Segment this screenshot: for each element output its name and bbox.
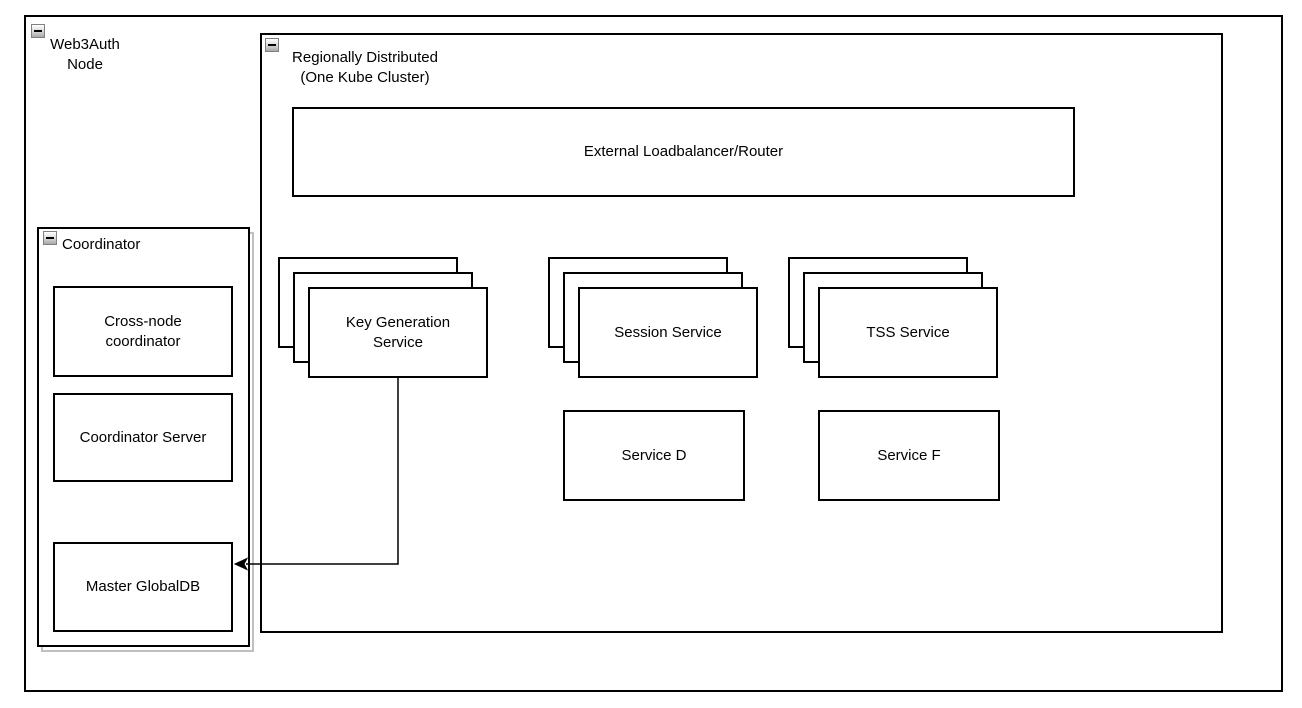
node-coordinator-server-label: Coordinator Server bbox=[79, 428, 207, 446]
container-web3auth-node-label: Web3Auth Node bbox=[50, 36, 120, 73]
stack-layer-front: TSS Service bbox=[818, 287, 998, 378]
node-service-f[interactable]: Service F bbox=[818, 410, 1000, 501]
container-regionally-distributed-label: Regionally Distributed (One Kube Cluster… bbox=[292, 49, 438, 86]
node-key-generation-service-label: Key Generation Service bbox=[345, 313, 451, 351]
node-external-loadbalancer[interactable]: External Loadbalancer/Router bbox=[292, 107, 1075, 197]
node-coordinator-server[interactable]: Coordinator Server bbox=[53, 393, 233, 482]
stack-layer-front: Session Service bbox=[578, 287, 758, 378]
minus-glyph bbox=[46, 237, 54, 239]
node-cross-node-coordinator[interactable]: Cross-node coordinator bbox=[53, 286, 233, 377]
collapse-minus-icon[interactable] bbox=[43, 231, 57, 245]
container-coordinator-label: Coordinator bbox=[62, 236, 141, 253]
node-tss-service-stack[interactable]: TSS Service bbox=[788, 257, 998, 378]
minus-glyph bbox=[34, 30, 42, 32]
collapse-minus-icon[interactable] bbox=[31, 24, 45, 38]
node-service-f-label: Service F bbox=[877, 446, 941, 464]
node-master-globaldb[interactable]: Master GlobalDB bbox=[53, 542, 233, 632]
container-web3auth-node[interactable] bbox=[24, 15, 1283, 692]
node-session-service-label: Session Service bbox=[614, 323, 722, 341]
node-session-service-stack[interactable]: Session Service bbox=[548, 257, 758, 378]
collapse-minus-icon[interactable] bbox=[265, 38, 279, 52]
stack-layer-front: Key Generation Service bbox=[308, 287, 488, 378]
node-key-generation-service-stack[interactable]: Key Generation Service bbox=[278, 257, 488, 378]
node-external-loadbalancer-label: External Loadbalancer/Router bbox=[583, 143, 784, 160]
container-regionally-distributed[interactable] bbox=[260, 33, 1223, 633]
minus-glyph bbox=[268, 44, 276, 46]
node-master-globaldb-label: Master GlobalDB bbox=[85, 578, 201, 595]
node-service-d-label: Service D bbox=[621, 446, 687, 464]
node-tss-service-label: TSS Service bbox=[866, 323, 950, 341]
node-cross-node-coordinator-label: Cross-node coordinator bbox=[104, 312, 182, 350]
node-service-d[interactable]: Service D bbox=[563, 410, 745, 501]
